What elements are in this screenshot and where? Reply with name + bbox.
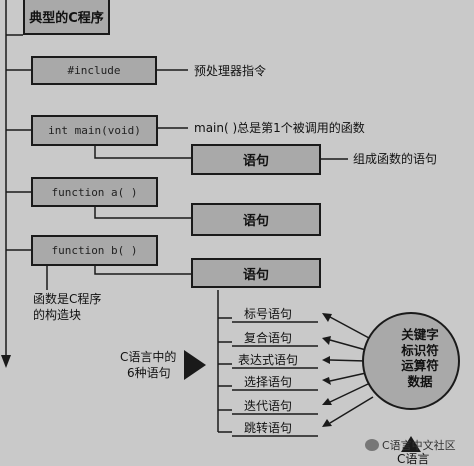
chat-bubble-icon: [365, 439, 379, 451]
statement-type-item: 标号语句: [244, 307, 293, 321]
preprocessor-annotation: 预处理器指令: [194, 64, 267, 78]
statement-box-a: 语句: [191, 203, 321, 236]
statement-box-b: 语句: [191, 258, 321, 288]
statement-type-item: 跳转语句: [244, 421, 293, 435]
function-block-annotation-1: 函数是C程序: [33, 292, 102, 306]
function-b-box: function b( ): [31, 235, 158, 266]
watermark: C语言中文社区: [365, 437, 456, 453]
c-language-label: C语言: [397, 452, 430, 466]
language-elements-circle: 关键字 标识符 运算符 数据: [380, 327, 460, 389]
main-first-annotation: main( )总是第1个被调用的函数: [194, 121, 365, 135]
six-kinds-annotation-1: C语言中的: [120, 350, 177, 364]
include-box: #include: [31, 56, 157, 85]
function-a-box: function a( ): [31, 177, 158, 207]
function-block-annotation-2: 的构造块: [33, 308, 82, 322]
circle-item: 关键字: [401, 327, 439, 342]
six-kinds-annotation-2: 6种语句: [127, 366, 171, 380]
circle-item: 运算符: [401, 358, 439, 373]
watermark-text: C语言中文社区: [382, 439, 456, 452]
compose-annotation: 组成函数的语句: [353, 152, 438, 166]
statement-type-item: 选择语句: [244, 375, 293, 389]
circle-item: 标识符: [401, 342, 439, 358]
statement-type-item: 表达式语句: [238, 353, 299, 367]
circle-item: 数据: [407, 373, 433, 389]
statement-type-item: 迭代语句: [244, 399, 293, 413]
main-function-box: int main(void): [31, 115, 158, 146]
program-title: 典型的C程序: [23, 0, 110, 35]
statement-type-item: 复合语句: [244, 331, 293, 345]
statement-box-main: 语句: [191, 144, 321, 175]
